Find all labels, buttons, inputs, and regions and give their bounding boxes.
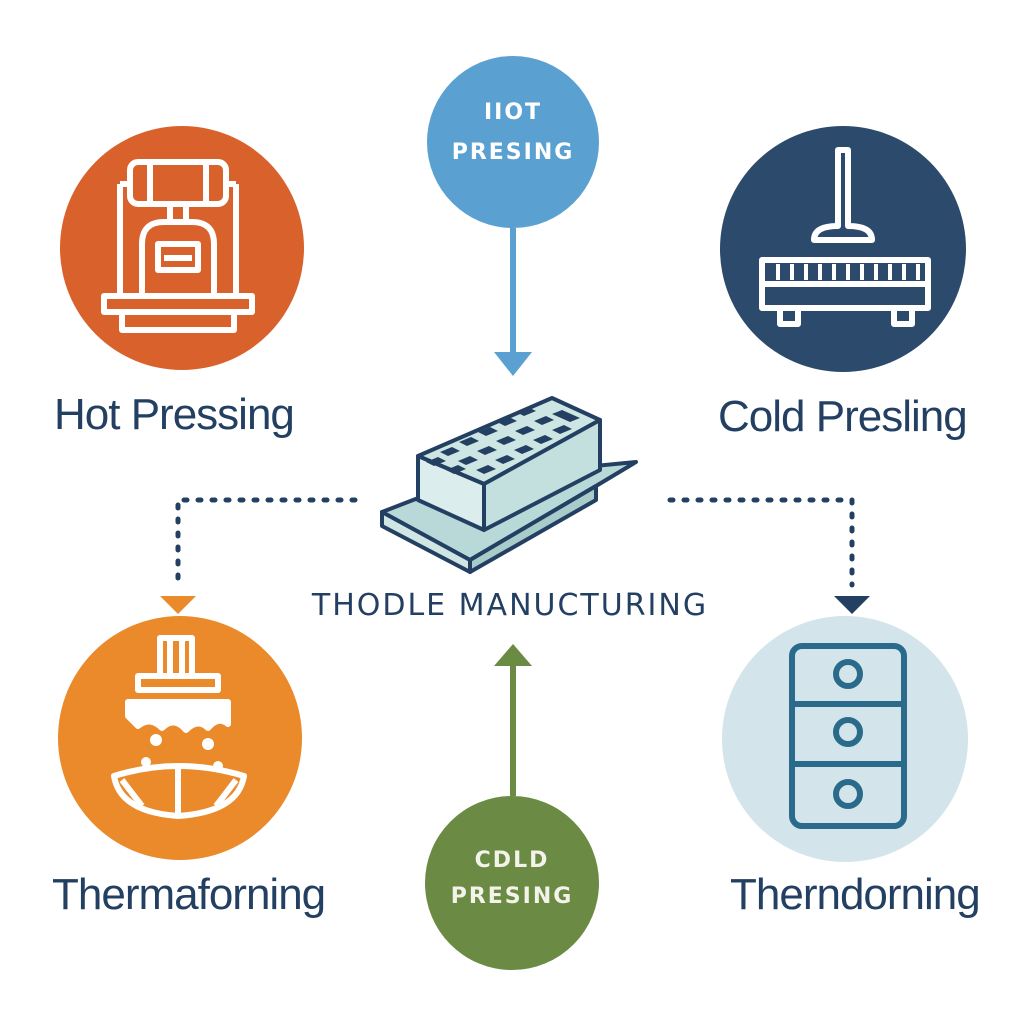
bottom-bubble-line2: PRESING	[450, 884, 574, 909]
thermoforming-mold-icon	[111, 635, 247, 819]
therndorning-circle	[722, 616, 968, 862]
left-dotted-connector	[160, 497, 358, 614]
hot-pressing-circle	[60, 126, 304, 370]
hot-pressing-label: Hot Pressing	[54, 390, 295, 439]
therndorning-label: Therndorning	[730, 870, 981, 919]
cold-presling-label: Cold Presling	[718, 392, 968, 441]
bottom-bubble: CDLD PRESING	[425, 796, 599, 970]
bottom-bubble-line1: CDLD	[474, 848, 550, 873]
hot-press-machine-icon	[101, 159, 255, 333]
top-bubble: IIOT PRESING	[427, 56, 599, 228]
stacked-trays-icon	[789, 643, 907, 829]
center-label: THODLE MANUCTURING	[311, 588, 709, 623]
top-arrow	[494, 228, 532, 376]
cold-press-plunger-icon	[759, 147, 931, 327]
thermaforning-circle	[58, 616, 302, 860]
bottom-arrow	[494, 644, 532, 796]
cold-pressing-circle	[720, 126, 966, 372]
top-bubble-line1: IIOT	[483, 100, 543, 125]
top-bubble-line2: PRESING	[451, 140, 575, 165]
module-block-icon	[380, 396, 638, 574]
thermaforning-label: Thermaforning	[52, 870, 326, 919]
right-dotted-connector	[667, 497, 870, 614]
